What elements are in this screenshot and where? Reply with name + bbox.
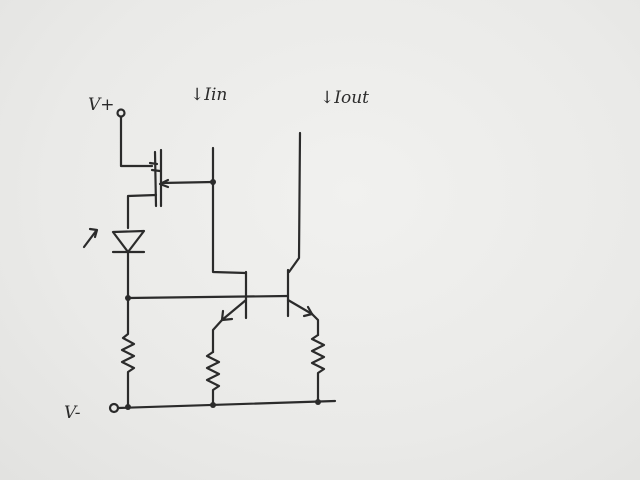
fet-transistor xyxy=(126,148,215,230)
iin-wire xyxy=(211,146,248,275)
v-minus-rail xyxy=(116,399,337,410)
i-out-label: ↓Iout xyxy=(320,88,369,108)
junction-dot xyxy=(210,179,216,185)
iout-wire xyxy=(287,131,302,274)
v-plus-wire xyxy=(119,115,154,168)
v-plus-label: V+ xyxy=(88,95,115,115)
base-bus xyxy=(126,294,290,300)
v-plus-terminal xyxy=(116,108,126,118)
diode-symbol xyxy=(82,227,146,300)
v-minus-label: V- xyxy=(64,403,81,423)
resistor-middle xyxy=(205,350,221,408)
resistor-left xyxy=(120,296,136,408)
resistor-right xyxy=(310,333,326,404)
junction-dot xyxy=(125,404,131,410)
junction-dot xyxy=(315,399,321,405)
i-in-label: ↓Iin xyxy=(190,85,227,105)
bjt-left xyxy=(211,270,248,354)
junction-dot xyxy=(210,402,216,408)
v-minus-terminal xyxy=(108,402,120,414)
bjt-right xyxy=(286,268,320,337)
